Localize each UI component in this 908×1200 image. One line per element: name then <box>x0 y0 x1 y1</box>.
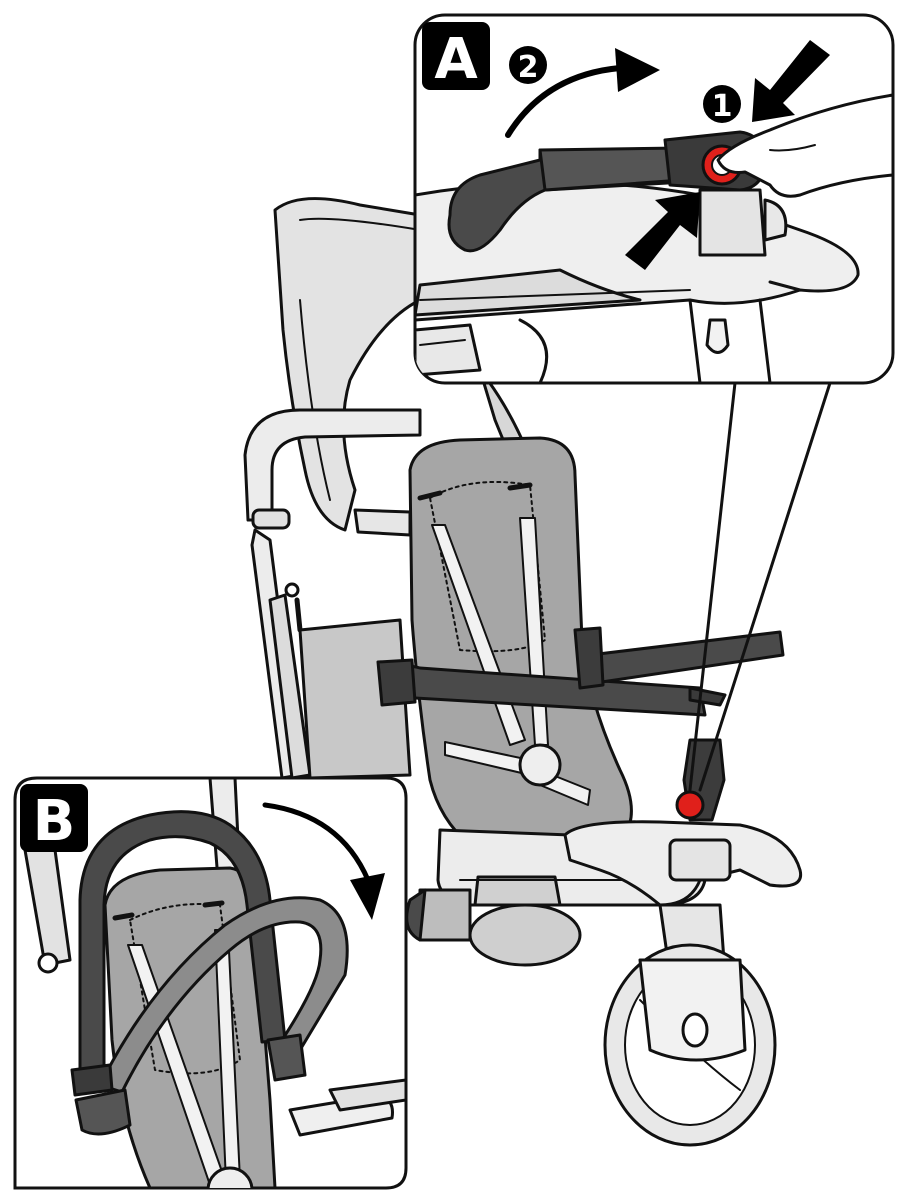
press-arrow-upper-icon <box>752 40 830 122</box>
release-button-main <box>675 790 705 820</box>
press-arrow-lower-icon <box>625 192 700 270</box>
safety-bar <box>376 626 785 717</box>
tricycle-main-illustration <box>243 197 832 1147</box>
panel-a-label: A <box>434 27 478 92</box>
panel-b-label: B <box>33 789 76 854</box>
step-1-badge <box>703 85 741 123</box>
rotate-arrow-icon <box>505 65 623 138</box>
step-1-label: 1 <box>712 89 733 124</box>
step-2-label: 2 <box>518 50 539 85</box>
inset-panel-a: A 2 1 <box>413 13 895 385</box>
safety-bar-lowering <box>98 896 349 1094</box>
panel-a-label-box <box>422 22 490 90</box>
callout-line-a2 <box>698 381 832 792</box>
inset-panel-b: B <box>13 776 408 1190</box>
front-wheel <box>603 943 777 1147</box>
safety-bar-raised <box>78 810 287 1077</box>
panel-b-label-box <box>20 784 88 852</box>
callout-line-a <box>688 381 737 792</box>
fold-down-arrow-icon <box>262 802 371 883</box>
hand-icon <box>716 93 893 198</box>
storage-basket <box>298 618 412 780</box>
step-2-badge <box>509 46 547 84</box>
seat-belt-buckle <box>518 743 562 787</box>
rear-wheel <box>468 903 582 967</box>
